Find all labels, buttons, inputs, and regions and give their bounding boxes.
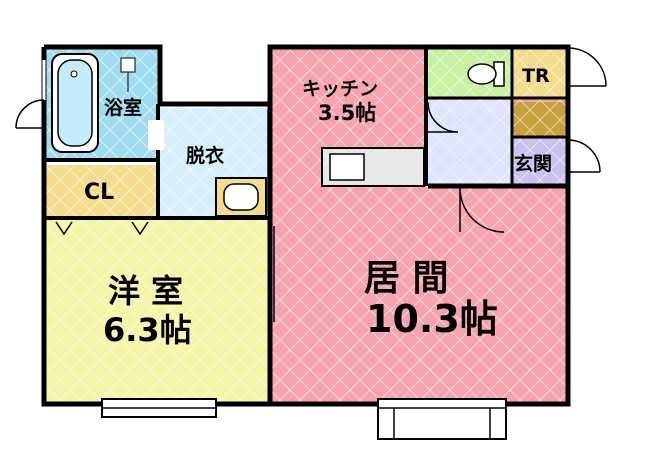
- sliding-doors: [267, 110, 275, 322]
- closet-label: CL: [84, 180, 114, 205]
- bathtub: [51, 53, 99, 153]
- living-label: 居 間: [364, 258, 449, 299]
- toilet-label: TR: [522, 65, 550, 87]
- shower-fixture: [120, 57, 136, 92]
- kitchen-counter: [321, 147, 425, 187]
- toilet-fixture: [467, 61, 505, 87]
- western-window: [101, 398, 217, 418]
- bath-label: 浴室: [104, 96, 142, 119]
- wash-basin: [215, 177, 267, 217]
- dressing-label: 脱衣: [186, 144, 224, 167]
- kitchen-size: 3.5帖: [318, 101, 376, 125]
- western-room-label: 洋 室: [108, 272, 183, 310]
- kitchen-label: キッチン: [302, 78, 378, 100]
- entrance-label: 玄関: [514, 152, 552, 175]
- living-size: 10.3帖: [366, 297, 498, 341]
- living-window: [377, 398, 507, 440]
- walls: [41, 44, 571, 407]
- bath-door-gap: [148, 120, 164, 150]
- doors: [15, 47, 607, 236]
- western-room-size: 6.3帖: [103, 311, 192, 349]
